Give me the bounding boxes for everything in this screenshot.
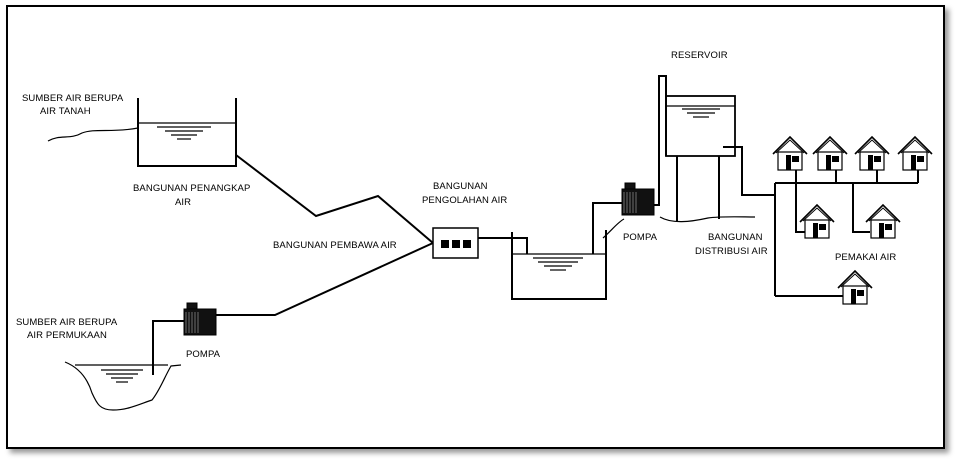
surface-water-source: SUMBER AIR BERUPA AIR PERMUKAAN	[16, 317, 184, 411]
pump-left-label: POMPA	[186, 349, 221, 360]
tank-walls	[511, 230, 607, 300]
house-icon	[812, 136, 848, 171]
pipe-to-tank	[478, 237, 528, 254]
intake-tank	[137, 98, 237, 167]
water-level-icon	[157, 126, 211, 140]
reservoir: RESERVOIR	[654, 50, 775, 223]
house-icon	[854, 136, 890, 171]
distribution-label-2: DISTRIBUSI AIR	[695, 246, 768, 257]
reservoir-label: RESERVOIR	[671, 50, 728, 61]
intake-label-2: AIR	[175, 197, 191, 208]
users-label: PEMAKAI AIR	[835, 252, 896, 263]
distribution-branch	[795, 183, 808, 233]
groundwater-source-label-1: SUMBER AIR BERUPA	[22, 93, 124, 104]
pump-icon	[183, 302, 217, 336]
ground-line	[659, 216, 756, 223]
house-icon	[865, 204, 901, 239]
diagram-frame	[6, 5, 945, 449]
pump-icon	[621, 182, 655, 216]
treatment-building: BANGUNAN PENGOLAHAN AIR	[422, 181, 507, 259]
lower-pipe	[215, 242, 434, 316]
treatment-label-1: BANGUNAN	[433, 181, 488, 192]
intake-label-1: BANGUNAN PENANGKAP	[133, 183, 250, 194]
treatment-cell-icon	[463, 240, 471, 248]
ground-line	[47, 127, 139, 142]
clear-water-tank	[478, 202, 622, 300]
house-icon	[799, 204, 835, 239]
ground-line	[602, 218, 625, 239]
distribution-label-1: BANGUNAN	[708, 232, 763, 243]
house-icon	[897, 136, 933, 171]
rising-pipe	[654, 75, 667, 206]
pump-right-label: POMPA	[623, 232, 658, 243]
treatment-cell-icon	[452, 240, 460, 248]
surface-source-label-1: SUMBER AIR BERUPA	[16, 317, 118, 328]
water-level-icon	[533, 257, 583, 271]
intake-building: BANGUNAN PENANGKAP AIR	[133, 98, 250, 208]
upper-pipe	[235, 154, 434, 244]
distribution-branch	[852, 183, 870, 233]
outlet-pipe	[723, 146, 775, 196]
groundwater-source: SUMBER AIR BERUPA AIR TANAH	[22, 93, 139, 142]
conveyance-label: BANGUNAN PEMBAWA AIR	[273, 240, 397, 251]
intake-pipe-left	[152, 320, 184, 375]
pump-suction-pipe	[592, 202, 622, 254]
distribution-network	[774, 170, 919, 297]
treatment-label-2: PENGOLAHAN AIR	[422, 195, 507, 206]
treatment-cell-icon	[441, 240, 449, 248]
surface-source-label-2: AIR PERMUKAAN	[27, 330, 107, 341]
river-bed	[64, 361, 182, 411]
conveyance-pipes: BANGUNAN PEMBAWA AIR	[215, 154, 434, 316]
water-level-icon	[101, 369, 143, 383]
groundwater-source-label-2: AIR TANAH	[40, 106, 91, 117]
house-icon	[772, 136, 808, 171]
house-icon	[837, 270, 873, 305]
water-level-icon	[682, 108, 720, 118]
reservoir-tank	[665, 95, 736, 157]
